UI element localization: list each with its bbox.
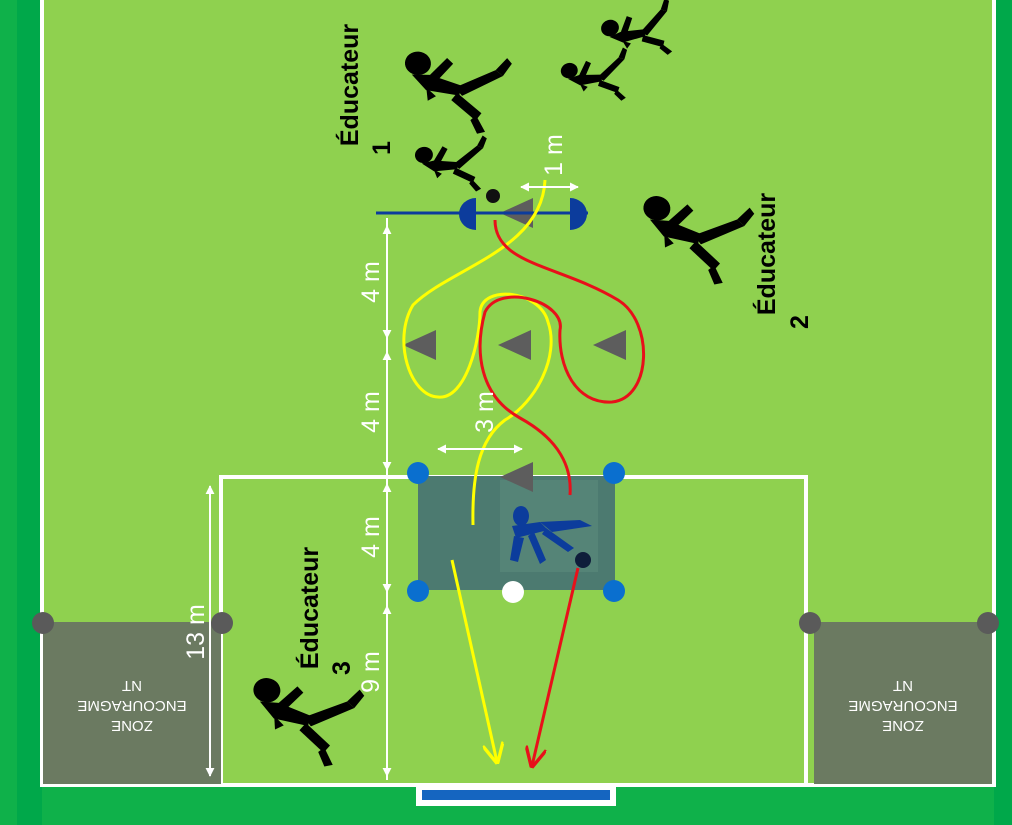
zone-right-line2: ENCOURAGME <box>848 697 957 714</box>
coach-3-number: 3 <box>328 661 356 675</box>
area-width-label: 13 m <box>182 604 210 660</box>
zone-right-line3: NT <box>893 677 913 694</box>
ball-icon <box>486 189 500 203</box>
encouragement-zone-left: ZONE ENCOURAGME NT <box>43 622 221 784</box>
distance-label-3: 4 m <box>357 516 385 558</box>
cone-icon <box>593 330 626 360</box>
ball-icon <box>575 552 591 568</box>
coach-2-number: 2 <box>786 315 814 329</box>
red-shot-arrow <box>532 567 580 766</box>
zone-post-icon <box>799 612 821 634</box>
distance-label-1: 4 m <box>357 261 385 303</box>
marker-icon <box>603 462 625 484</box>
cone-icon <box>500 462 533 492</box>
mannequin-icon <box>570 198 587 230</box>
zone-post-icon <box>211 612 233 634</box>
yellow-path <box>402 179 553 526</box>
cone-icon <box>403 330 436 360</box>
marker-icon <box>407 462 429 484</box>
zone-right-line1: ZONE <box>882 717 924 734</box>
yellow-shot-arrow <box>450 559 497 762</box>
right-band <box>994 0 1012 825</box>
ball-icon <box>502 581 524 603</box>
zone-left-line1: ZONE <box>111 717 153 734</box>
zone-post-icon <box>977 612 999 634</box>
zone-post-icon <box>32 612 54 634</box>
encouragement-zone-right: ZONE ENCOURAGME NT <box>814 622 992 784</box>
lateral-label: 3 m <box>471 391 499 433</box>
coach-1-name: Éducateur <box>335 24 364 147</box>
red-path <box>478 219 646 496</box>
coach-2-name: Éducateur <box>752 193 781 316</box>
coach-3-name: Éducateur <box>295 547 324 670</box>
distance-label-4: 9 m <box>357 651 385 693</box>
goal-icon <box>422 790 610 800</box>
coach-1-number: 1 <box>368 141 396 155</box>
marker-icon <box>407 580 429 602</box>
marker-icon <box>603 580 625 602</box>
goalkeeper-icon <box>510 506 592 564</box>
zone-left-line2: ENCOURAGME <box>77 697 186 714</box>
left-band <box>17 0 42 825</box>
zone-left-line3: NT <box>122 677 142 694</box>
cone-icon <box>498 330 531 360</box>
distance-label-2: 4 m <box>357 391 385 433</box>
cone-gap-label: 1 m <box>540 134 568 176</box>
mannequin-icon <box>459 198 476 230</box>
